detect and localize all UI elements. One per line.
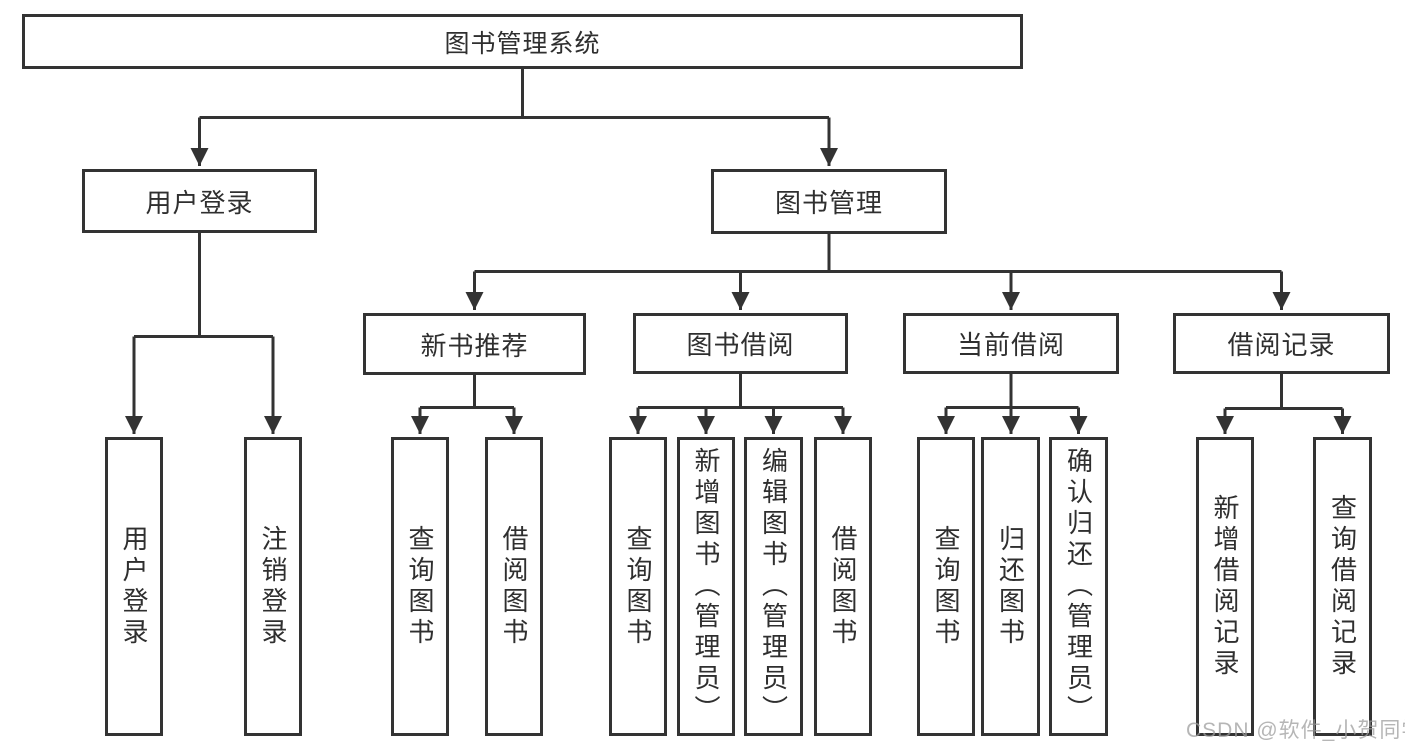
node-edit-books-admin: 编辑图书（管理员） [744,437,803,736]
node-borrow-books-borrowing: 借阅图书 [814,437,872,736]
node-library-system: 图书管理系统 [22,14,1023,69]
node-new-book-recommendation: 新书推荐 [363,313,586,375]
node-add-borrow-record: 新增借阅记录 [1196,437,1254,736]
node-query-books-borrowing: 查询图书 [609,437,667,736]
node-confirm-return-admin: 确认归还（管理员） [1049,437,1108,736]
node-query-books-current: 查询图书 [917,437,975,736]
node-user-login-action: 用户登录 [105,437,163,736]
node-book-management: 图书管理 [711,169,947,234]
node-borrow-books-recommend: 借阅图书 [485,437,543,736]
node-user-login: 用户登录 [82,169,317,233]
node-query-books-recommend: 查询图书 [391,437,449,736]
node-return-books: 归还图书 [981,437,1040,736]
node-query-borrow-record: 查询借阅记录 [1313,437,1372,736]
node-current-borrowing: 当前借阅 [903,313,1119,374]
node-book-borrowing: 图书借阅 [633,313,848,374]
node-borrowing-records: 借阅记录 [1173,313,1390,374]
node-add-books-admin: 新增图书（管理员） [677,437,735,736]
node-logout-action: 注销登录 [244,437,302,736]
